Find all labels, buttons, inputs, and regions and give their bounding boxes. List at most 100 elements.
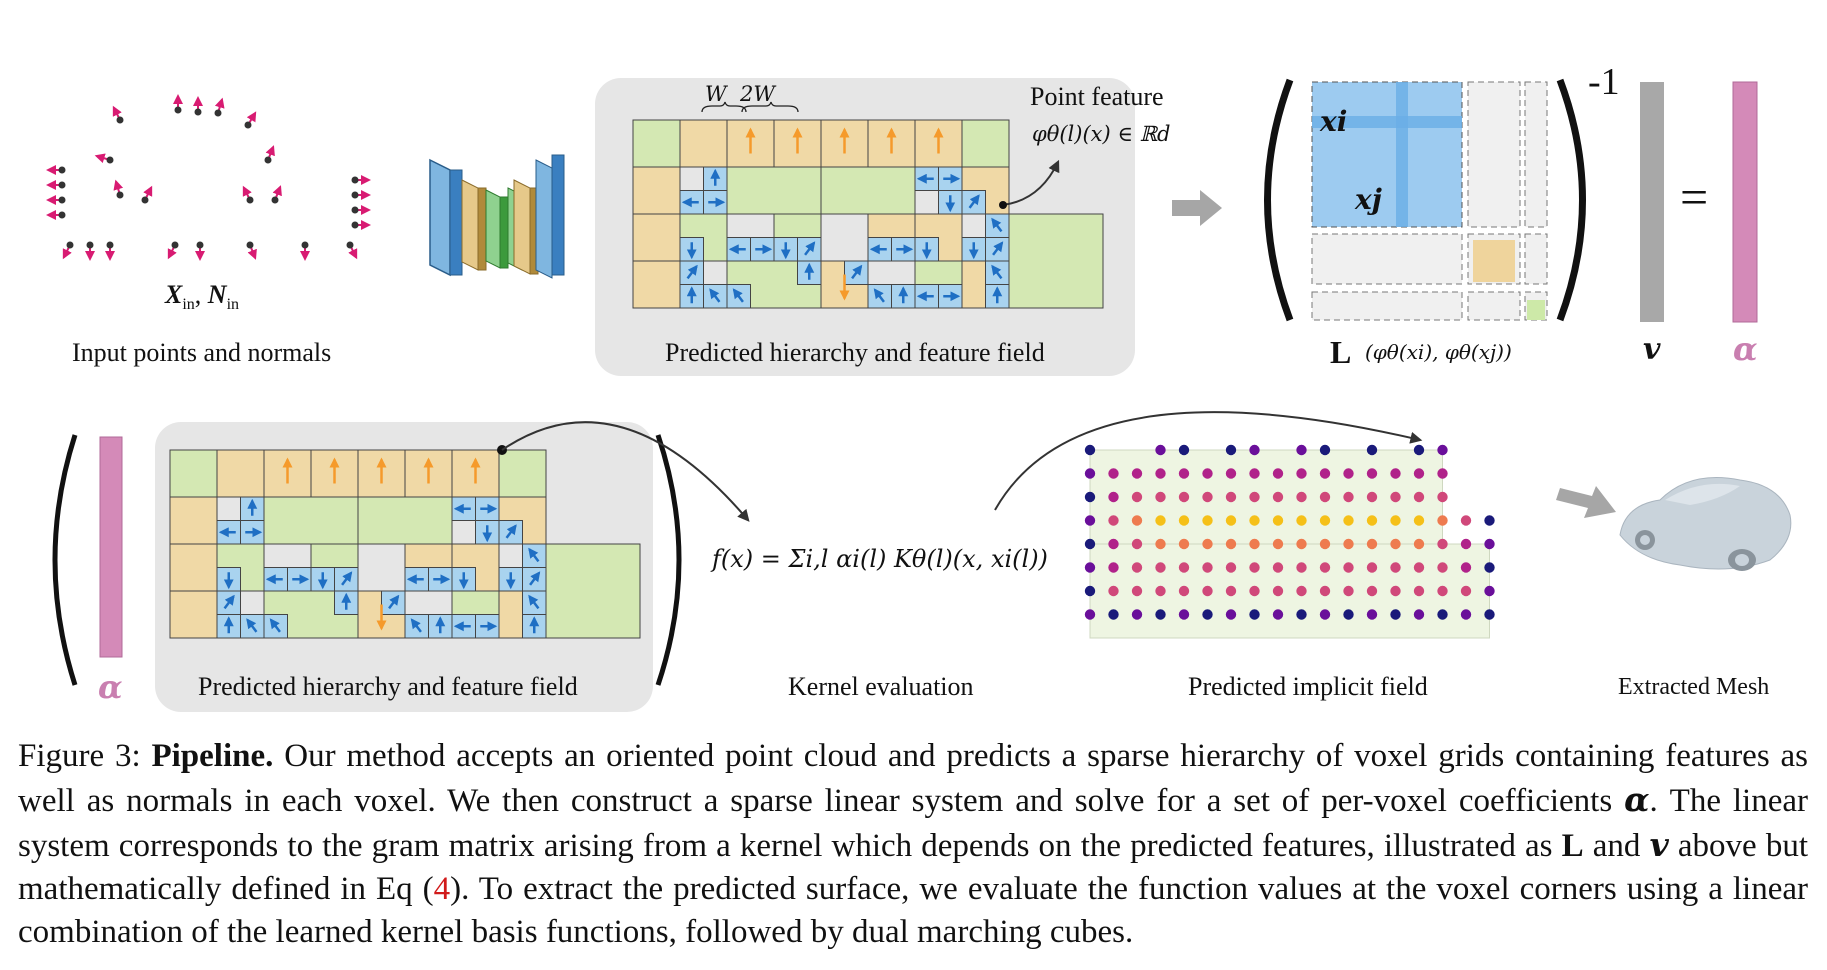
voxel-cell [632, 166, 681, 215]
extracted-mesh-car [1619, 477, 1792, 571]
field-sample [1366, 538, 1378, 550]
field-sample [1155, 538, 1166, 550]
matrix-exponent: -1 [1588, 61, 1620, 103]
paren-right-bottom [655, 434, 682, 686]
field-sample [1390, 538, 1401, 550]
input-point [141, 196, 149, 204]
field-sample [1343, 491, 1354, 503]
field-sample [1108, 585, 1119, 597]
field-sample [1131, 468, 1143, 479]
field-sample [1225, 491, 1237, 503]
normal-arrow-blue [246, 618, 258, 633]
field-sample [1131, 562, 1143, 573]
field-sample [1084, 585, 1096, 597]
figure-caption: Figure 3: Pipeline. Our method accepts a… [18, 735, 1808, 954]
normal-arrow-blue [991, 264, 1003, 280]
field-sample [1249, 585, 1260, 597]
field-sample [1225, 444, 1237, 456]
field-sample [1155, 468, 1166, 479]
hierarchy-top-label: Predicted hierarchy and feature field [665, 338, 1045, 367]
voxel-cell [498, 449, 547, 498]
field-sample [1413, 444, 1425, 456]
normal-arrow-blue [732, 288, 744, 303]
caption-ref-link[interactable]: 4 [433, 871, 451, 907]
field-sample [1225, 609, 1237, 620]
field-sample [1437, 491, 1448, 503]
pipeline-svg [46, 78, 1792, 712]
field-sample [1484, 585, 1495, 597]
field-sample [1390, 515, 1401, 526]
field-sample [1202, 609, 1213, 620]
field-sample [1390, 491, 1401, 503]
normal-arrow-blue [968, 194, 980, 209]
field-sample [1319, 562, 1331, 573]
field-sample [1413, 491, 1425, 503]
caption-text-4: above but mathematically defined in Eq ( [18, 828, 1809, 907]
field-sample [1178, 444, 1190, 456]
field-sample [1108, 468, 1119, 479]
field-sample [1484, 538, 1495, 550]
kernel-formula: f(x) = Σi,l αi(l) Kθ(l)(x, xi(l)) [712, 545, 1048, 573]
field-sample [1249, 609, 1260, 620]
field-sample [1272, 468, 1284, 479]
implicit-field-grid [1084, 444, 1495, 639]
field-sample [1178, 562, 1190, 573]
field-sample [1460, 538, 1472, 550]
gray-arrow-bottom [1556, 486, 1616, 518]
voxel-cell [679, 119, 728, 168]
gray-arrow-top [1172, 190, 1222, 226]
field-sample [1084, 515, 1096, 526]
field-sample [1084, 468, 1096, 479]
field-sample [1272, 538, 1284, 550]
field-sample [1460, 609, 1472, 620]
field-sample [1272, 609, 1284, 620]
normal-arrow-blue [388, 594, 400, 610]
input-point [106, 241, 114, 249]
field-sample [1319, 585, 1331, 597]
voxel-cell [169, 449, 218, 498]
voxel-cell [961, 119, 1010, 168]
field-sample [1366, 515, 1378, 526]
normal-arrow-blue [223, 594, 235, 610]
input-points-label: Input points and normals [72, 338, 332, 367]
field-sample [1437, 515, 1448, 526]
voxel-cell [169, 543, 218, 592]
caption-alpha: α [1624, 780, 1650, 819]
hierarchy-bottom-label: Predicted hierarchy and feature field [198, 672, 578, 701]
field-sample [1178, 609, 1190, 620]
field-sample [1131, 515, 1143, 526]
field-sample [1413, 609, 1425, 620]
input-point [246, 241, 254, 249]
field-sample [1249, 562, 1260, 573]
input-point [66, 241, 74, 249]
normal-arrow-blue [528, 547, 540, 563]
field-sample [1225, 515, 1237, 526]
input-point [301, 241, 309, 249]
voxel-cell [632, 213, 681, 262]
eval-arrow-1 [501, 421, 750, 522]
field-sample [1272, 562, 1284, 573]
field-sample [1296, 609, 1307, 620]
field-sample [1084, 444, 1096, 456]
field-sample [1272, 585, 1284, 597]
field-sample [1390, 585, 1401, 597]
field-sample [1249, 538, 1260, 550]
field-sample [1225, 468, 1237, 479]
field-sample [1178, 538, 1190, 550]
field-sample [1202, 585, 1213, 597]
field-sample [1131, 538, 1143, 550]
field-sample [1084, 609, 1096, 620]
gram-matrix [1264, 78, 1586, 322]
field-sample [1413, 585, 1425, 597]
normal-arrow-blue [341, 571, 353, 586]
field-sample [1390, 562, 1401, 573]
field-sample [1437, 538, 1448, 550]
caption-text-5: ). To extract the predicted surface, we … [18, 871, 1808, 950]
field-sample [1225, 538, 1237, 550]
vector-alpha-bottom [99, 436, 123, 658]
field-sample [1296, 468, 1307, 479]
caption-text-2: . The linear system corresponds to the g… [18, 783, 1808, 864]
field-sample [1366, 444, 1378, 456]
caption-bold: Pipeline. [151, 738, 274, 774]
field-sample [1249, 468, 1260, 479]
